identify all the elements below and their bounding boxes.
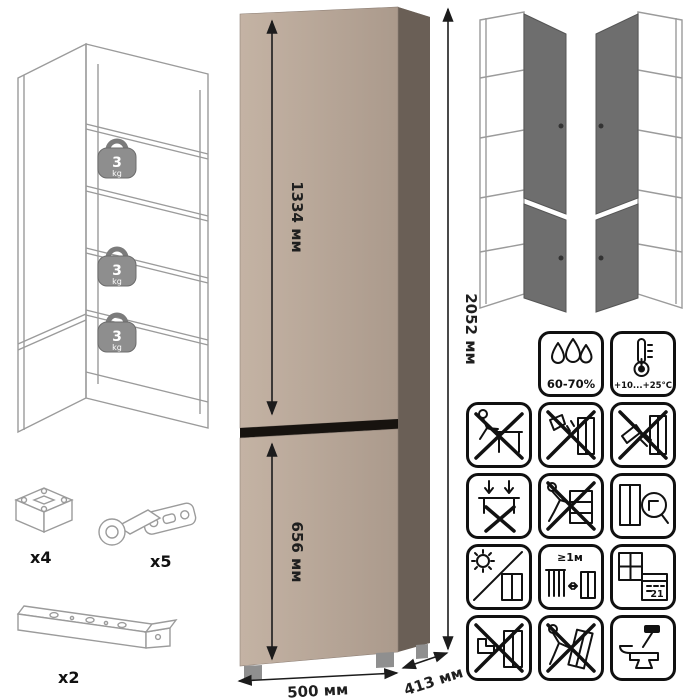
open-lower-door xyxy=(523,203,567,313)
plinth-rail-drawing xyxy=(16,605,178,649)
heater-distance-label: ≥1м xyxy=(557,551,583,564)
avoid-sunlight-icon xyxy=(466,544,532,610)
foot-bracket-drawing xyxy=(14,487,74,534)
hinge-count-label: x5 xyxy=(150,552,172,571)
open-upper-door xyxy=(595,13,639,215)
plinth-count-label: x2 xyxy=(58,668,80,687)
cabinet-side xyxy=(398,7,430,652)
shelf-load-value: 3 xyxy=(112,155,122,171)
hinge-drawing xyxy=(98,502,197,546)
shelf-load-weight-icon: 3 kg xyxy=(97,312,137,353)
heater-distance-icon: ≥1м xyxy=(538,544,604,610)
acclimatize-icon: 21 xyxy=(610,544,676,610)
wireframe-door xyxy=(17,42,87,434)
cabinet-wireframe-drawing: 3 kg 3 kg 3 kg xyxy=(17,42,209,434)
open-cabinet-left-drawing xyxy=(479,11,567,313)
cabinet-render: 1334 мм 656 мм 2052 мм 500 мм 413 мм xyxy=(237,6,478,700)
no-scratching-icon xyxy=(610,402,676,468)
inspect-surface-icon xyxy=(610,473,676,539)
acclimatize-days-label: 21 xyxy=(650,589,663,600)
no-pressing-load-icon xyxy=(466,473,532,539)
dim-upper-door-label: 1334 мм xyxy=(288,181,306,253)
shelf-load-unit: kg xyxy=(112,169,122,178)
dim-total-height-label: 2052 мм xyxy=(462,293,478,365)
humidity-label: 60-70% xyxy=(547,377,596,391)
cabinet-foot xyxy=(244,665,262,681)
dim-line-width xyxy=(237,668,399,686)
shelf-load-weight-icon: 3 kg xyxy=(97,138,137,179)
svg-text:kg: kg xyxy=(112,277,122,286)
shelf-load-weight-icon: 3 kg xyxy=(97,246,137,287)
metal-fittings-anvil-icon xyxy=(610,615,676,681)
open-cabinet-right-drawing xyxy=(595,11,683,313)
no-dragging-icon xyxy=(538,473,604,539)
temperature-icon: +10...+25°C xyxy=(610,331,676,397)
no-liquids-icon xyxy=(538,402,604,468)
dim-depth-label: 413 мм xyxy=(402,663,466,699)
svg-text:kg: kg xyxy=(112,343,122,352)
door-gap xyxy=(240,419,398,438)
no-climbing-icon xyxy=(466,402,532,468)
dim-width-label: 500 мм xyxy=(287,680,349,700)
svg-text:3: 3 xyxy=(112,329,122,345)
cabinet-lower-door xyxy=(239,428,399,667)
no-foot-pushing-icon xyxy=(466,615,532,681)
cabinet-upper-door xyxy=(239,6,399,429)
no-tilt-moving-icon xyxy=(538,615,604,681)
humidity-icon: 60-70% xyxy=(538,331,604,397)
dim-line-depth xyxy=(401,651,449,670)
open-lower-door xyxy=(595,203,639,313)
wireframe-carcass xyxy=(85,43,209,429)
dim-lower-door-label: 656 мм xyxy=(288,521,306,582)
open-upper-door xyxy=(523,13,567,215)
temperature-label: +10...+25°C xyxy=(614,381,672,391)
foot-count-label: x4 xyxy=(30,548,52,567)
cabinet-foot xyxy=(376,652,394,668)
cabinet-foot xyxy=(416,644,428,659)
svg-text:3: 3 xyxy=(112,263,122,279)
